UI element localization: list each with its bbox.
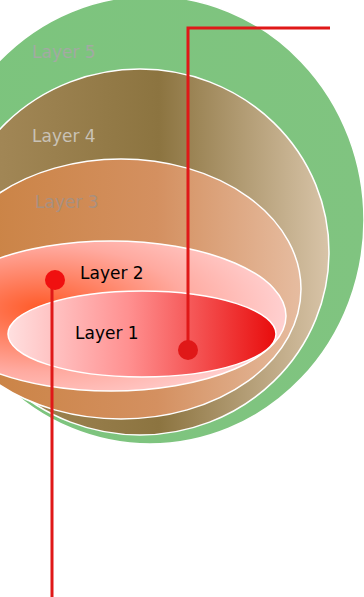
layer-band: Layer 1 [7, 290, 277, 378]
layer-ellipse [8, 291, 276, 377]
layer-band: Layer 3 Layer 2 Layer 1 [0, 158, 302, 420]
layer-label: Layer 1 [75, 323, 139, 343]
layer-band: Layer 2 Layer 1 [0, 240, 287, 392]
leader-dot [178, 340, 198, 360]
layer-ellipse [7, 290, 277, 378]
layer-ellipse [0, 241, 286, 391]
leader-line [51, 280, 54, 597]
layer-ellipse [0, 0, 364, 444]
layer-label: Layer 2 [80, 263, 144, 283]
layer-band: Layer 4 Layer 3 Layer 2 Layer 1 [0, 68, 330, 436]
layer-label: Layer 4 [32, 126, 96, 146]
leader-line [188, 28, 330, 350]
leader-dot [45, 270, 65, 290]
layer-label: Layer 5 [32, 42, 96, 62]
layer-band: Layer 5 Layer 4 Layer 3 Layer 2 Layer 1 [0, 0, 364, 445]
layer-label: Layer 3 [35, 192, 99, 212]
